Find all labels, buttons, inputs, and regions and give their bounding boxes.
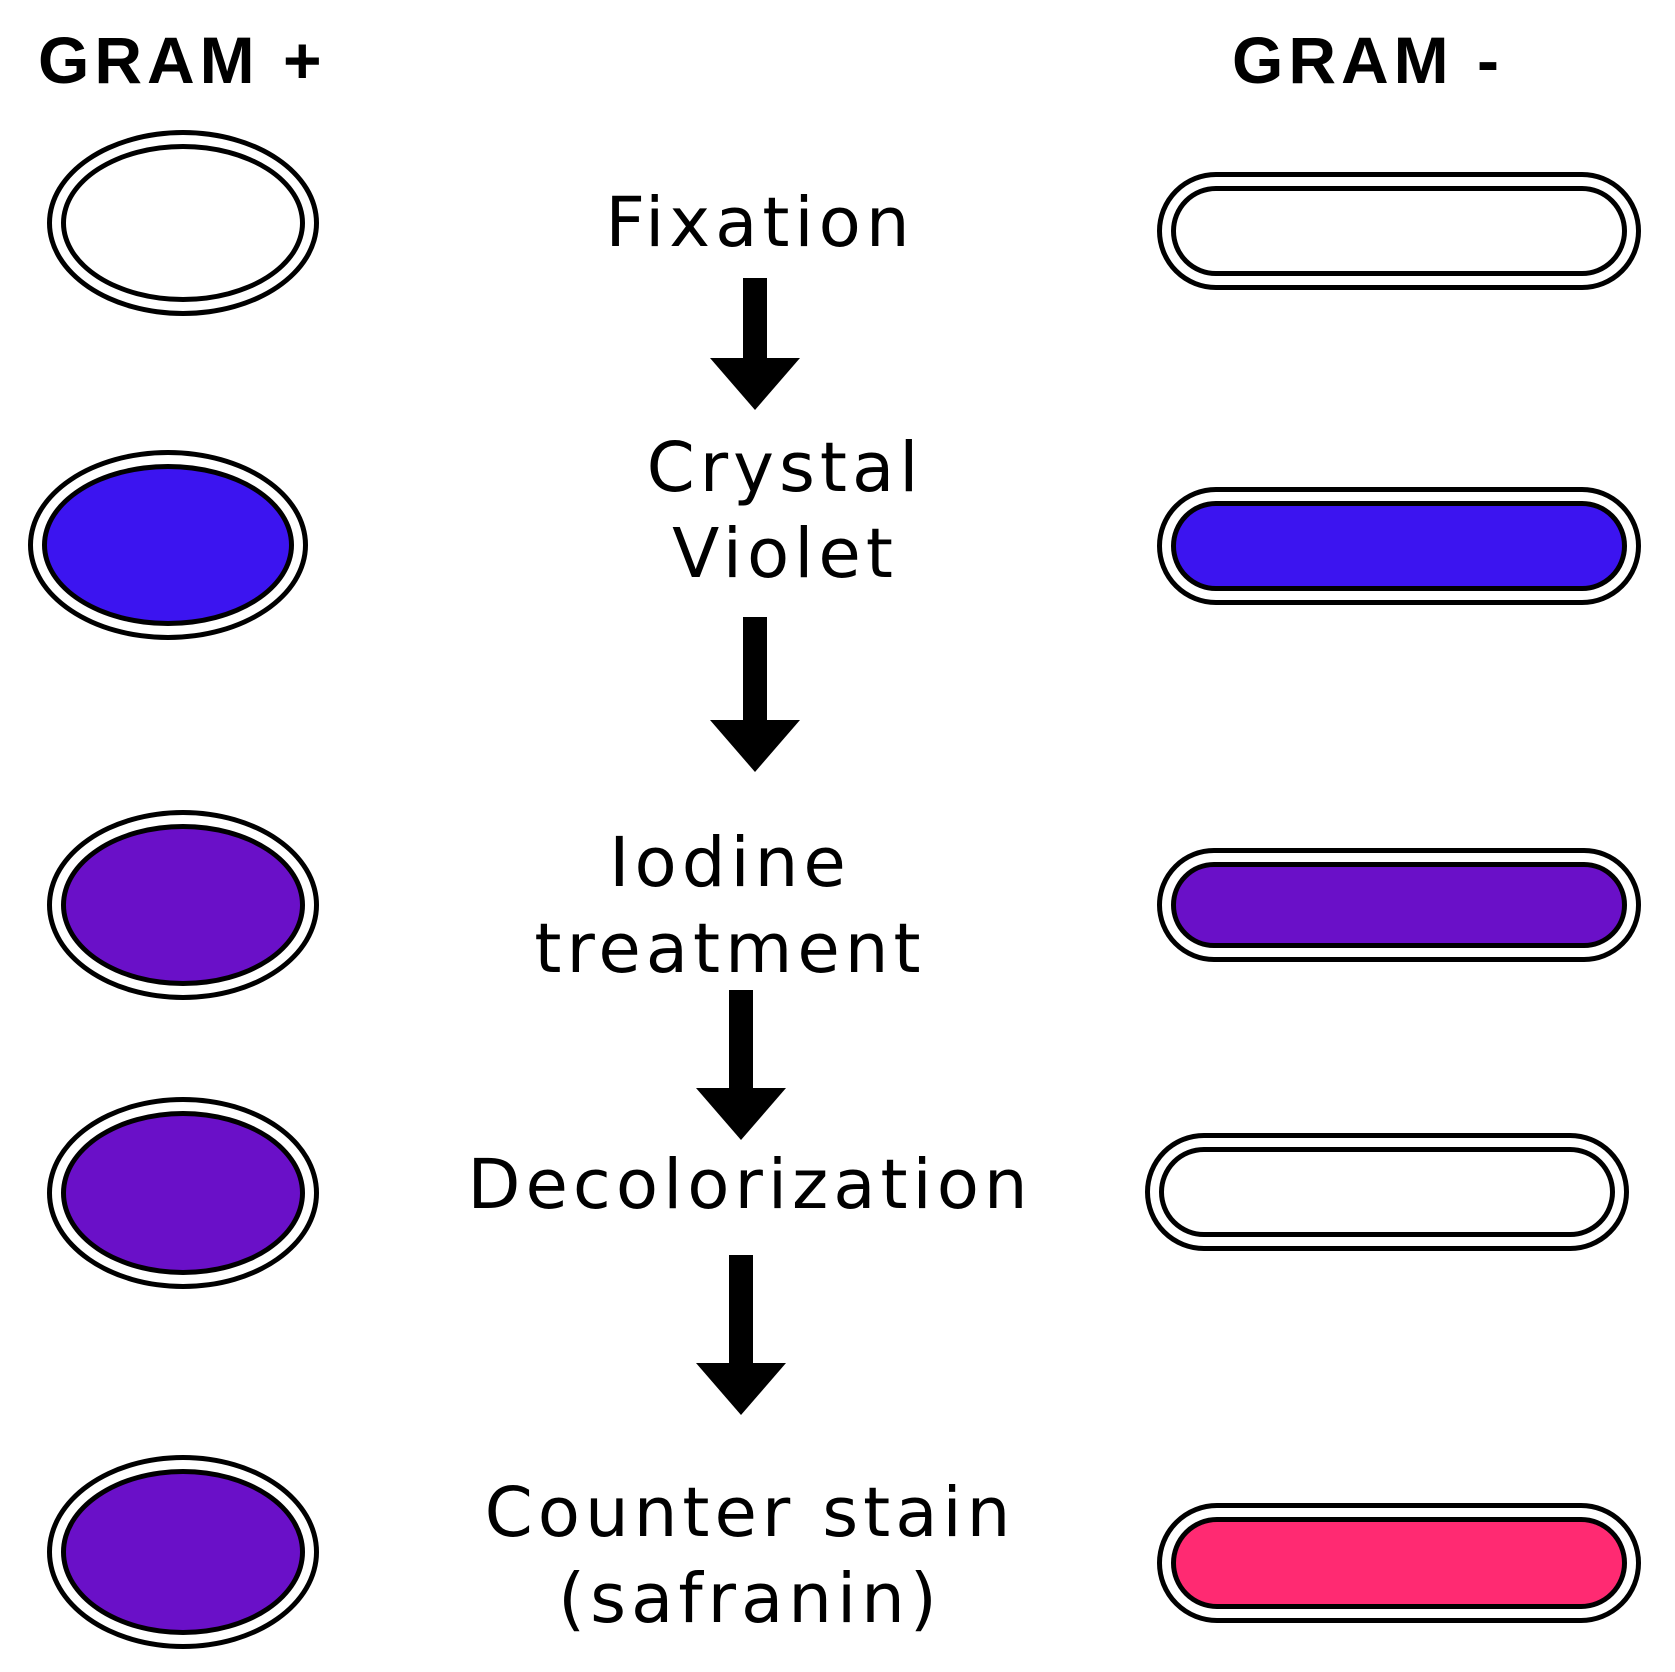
gram-negative-cell-counter-stain <box>1157 1503 1641 1623</box>
gram-positive-cell-crystal-violet <box>28 450 308 640</box>
step-label-fixation: Fixation <box>605 183 915 263</box>
step-label-counter-stain: Counter stain (safranin) <box>484 1473 1016 1639</box>
gram-negative-header: GRAM - <box>1232 23 1504 97</box>
step-label-iodine-treatment: Iodine treatment <box>534 823 926 989</box>
arrow-down-icon <box>696 990 786 1140</box>
gram-positive-cell-decolorization <box>47 1097 319 1289</box>
gram-positive-cell-iodine <box>47 810 319 1000</box>
arrow-down-icon <box>710 617 800 772</box>
step-label-decolorization: Decolorization <box>467 1145 1033 1225</box>
gram-negative-cell-iodine <box>1157 848 1641 962</box>
gram-negative-cell-decolorization <box>1145 1133 1629 1251</box>
gram-positive-header: GRAM + <box>38 23 327 97</box>
gram-negative-cell-crystal-violet <box>1157 487 1641 605</box>
step-label-crystal-violet: Crystal Violet <box>646 428 924 594</box>
arrow-down-icon <box>696 1255 786 1415</box>
gram-negative-cell-fixation <box>1157 172 1641 290</box>
gram-positive-cell-counter-stain <box>47 1455 319 1649</box>
gram-positive-cell-fixation <box>47 130 319 316</box>
arrow-down-icon <box>710 278 800 410</box>
